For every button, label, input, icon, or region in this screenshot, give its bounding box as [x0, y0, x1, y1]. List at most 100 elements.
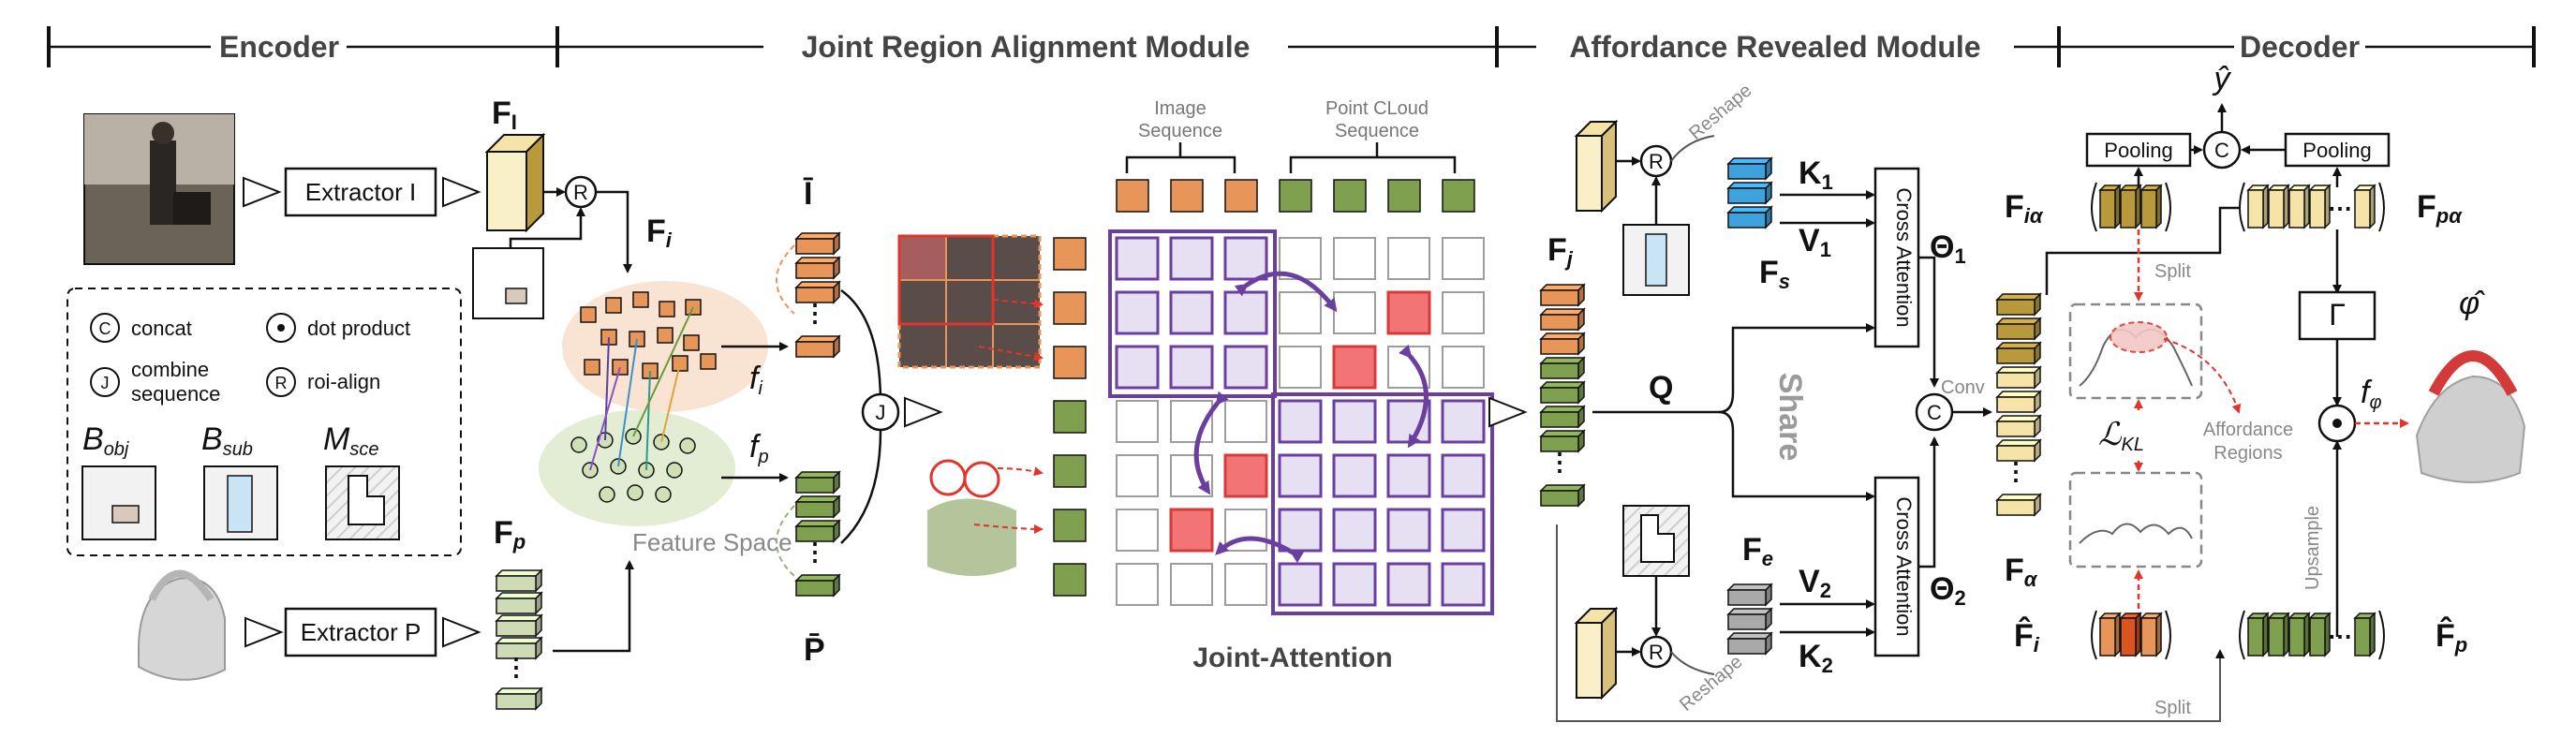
- attention-cell-active: [1169, 345, 1214, 390]
- Fhat-p-label: F̂p: [2435, 617, 2467, 657]
- image-patch-grid: [897, 234, 1042, 369]
- feature-slab: [795, 525, 835, 542]
- feature-slab-top: [794, 232, 841, 240]
- feature-slab: [2354, 189, 2371, 229]
- feature-slab: [1540, 387, 1579, 404]
- roi-legend-symbol: R: [275, 374, 288, 392]
- attention-cell-active: [1386, 453, 1431, 498]
- attention-cell-active: [1332, 399, 1377, 444]
- fphi-label: fφ: [2361, 375, 2382, 413]
- joint-attention-matrix: [1053, 179, 1494, 615]
- feature-point-image: [657, 327, 674, 344]
- play-arrow-icon: [904, 396, 943, 428]
- feature-slab: [1996, 499, 2036, 516]
- feature-slab: [1540, 314, 1579, 331]
- feature-slab-top: [794, 281, 841, 288]
- attention-cell-masked: [1116, 563, 1159, 606]
- feature-slab: [496, 693, 537, 710]
- point-sequence-stack: ⋮: [776, 470, 841, 598]
- feature-slab: [1727, 212, 1767, 229]
- feature-cube-FI: [484, 132, 546, 233]
- feature-slab: [795, 287, 835, 303]
- K1-label: K1: [1799, 155, 1833, 194]
- legend-box: C concat dot product J combine sequence …: [67, 288, 462, 556]
- Fj-label: Fj: [1547, 232, 1574, 271]
- combine-legend-label-1: combine: [131, 358, 209, 381]
- feature-slab: [795, 341, 835, 358]
- fhat-i-stack: [2091, 610, 2171, 660]
- feature-slab: [795, 501, 835, 518]
- image-seq-label-1: Image: [1154, 98, 1207, 119]
- attention-cell-active: [1278, 399, 1323, 444]
- reshape-bottom-line: [1670, 651, 1715, 675]
- feature-point-cloud: [627, 484, 644, 501]
- attention-cell-highlight: [1386, 290, 1431, 335]
- dot-product-node-dot: [2332, 419, 2342, 428]
- ellipsis-dots: ⋯: [2328, 622, 2352, 650]
- feature-slab-top: [1995, 366, 2042, 374]
- row-token: [1053, 237, 1087, 271]
- y-hat-label: ŷ: [2213, 61, 2232, 96]
- feature-slab: [496, 642, 537, 659]
- feature-slab: [1727, 187, 1767, 204]
- input-point-cloud: [138, 569, 226, 681]
- feature-slab: [1540, 338, 1579, 355]
- affordance-label-2: Regions: [2213, 443, 2282, 464]
- feature-slab: [1996, 323, 2036, 340]
- roi-legend-label: roi-align: [307, 370, 380, 393]
- decoder-header: Decoder: [2240, 30, 2360, 64]
- split-top-label: Split: [2154, 261, 2191, 282]
- fe-gray-stack: [1726, 583, 1773, 656]
- attention-cell-active: [1332, 508, 1377, 553]
- attention-cell-masked: [1116, 400, 1159, 443]
- feature-point-cloud: [599, 486, 615, 503]
- attention-cell-active: [1278, 453, 1323, 498]
- feature-point-image: [683, 334, 700, 351]
- ibar-dashed-link: [776, 244, 795, 315]
- feature-slab-top: [1995, 342, 2042, 349]
- feature-slab-top: [1726, 182, 1773, 189]
- Fhat-i-label: F̂i: [2014, 617, 2040, 657]
- phi-hat-label: φ̂: [2459, 286, 2485, 321]
- b-obj-label: Bobj: [82, 421, 129, 460]
- bbox-region: [505, 288, 527, 304]
- dot-product-legend-label: dot product: [307, 317, 410, 340]
- feature-point-cloud: [655, 486, 672, 503]
- feature-point-image: [584, 359, 600, 376]
- feature-cube-top: [1574, 119, 1619, 214]
- dot-product-dot: [277, 324, 285, 332]
- pbar-merge-line: [840, 430, 882, 544]
- feature-slab: [2099, 617, 2116, 657]
- feature-link: [632, 306, 694, 437]
- q-to-bottom: [1718, 410, 1875, 501]
- input-image: [83, 113, 235, 265]
- attention-cell-active: [1115, 236, 1160, 281]
- feature-slab: [1727, 163, 1767, 180]
- f-palpha-stack: ⋯: [2239, 182, 2385, 232]
- gamma-box: [2298, 290, 2376, 341]
- Fialpha-label: Fiα: [2005, 189, 2044, 228]
- arm-header: Affordance Revealed Module: [1569, 30, 1980, 64]
- conv-label: Conv: [1941, 377, 1985, 398]
- feature-slab-top: [1539, 332, 1586, 340]
- cross-attention-bottom: [1873, 476, 1920, 657]
- b-sub-thumb-region: [1645, 233, 1667, 287]
- bracket-left: [2091, 610, 2097, 660]
- ellipsis-dots: ⋮: [504, 653, 528, 681]
- roi-bottom-symbol: R: [1649, 641, 1664, 664]
- feature-slab: [2288, 617, 2305, 657]
- feature-point-cloud: [679, 437, 696, 454]
- joint-attention-label: Joint-Attention: [1192, 642, 1392, 673]
- feature-slab-top: [495, 614, 543, 622]
- feature-slab: [1727, 589, 1767, 606]
- play-arrow-icon: [243, 176, 282, 208]
- feature-slab: [1540, 362, 1579, 379]
- point-patch: [927, 459, 1016, 576]
- feature-link: [589, 366, 621, 471]
- feature-slab: [1996, 421, 2036, 437]
- gamma-label: Γ: [2329, 298, 2346, 332]
- attention-cell-active: [1169, 236, 1214, 281]
- K2-label: K2: [1799, 639, 1833, 677]
- jra-header: Joint Region Alignment Module: [802, 30, 1251, 64]
- attention-cell-masked: [1116, 509, 1159, 552]
